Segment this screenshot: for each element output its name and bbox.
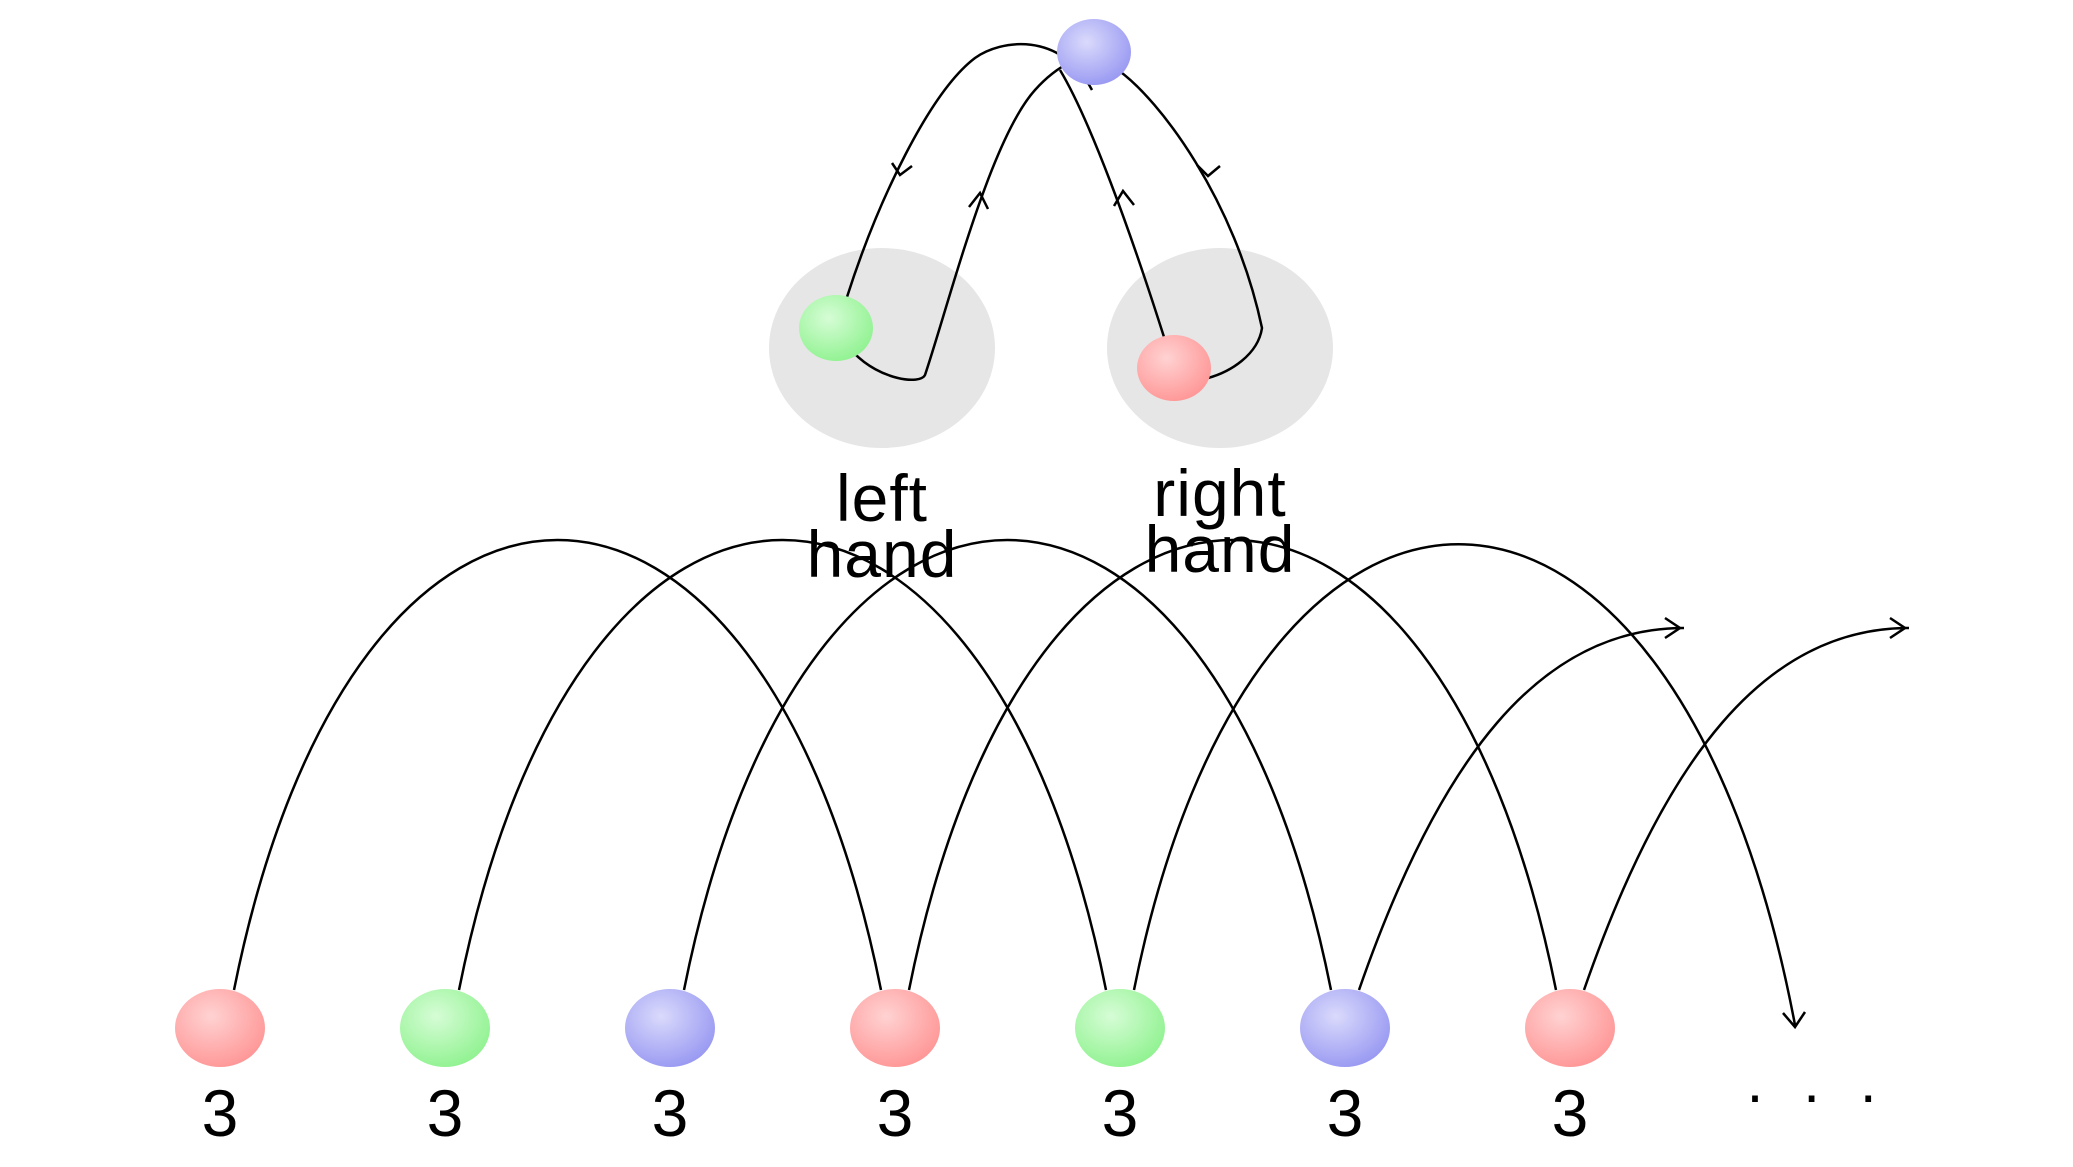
arrowhead — [1112, 188, 1135, 207]
throw-arc — [682, 539, 1333, 991]
beat-label: 3 — [876, 1076, 914, 1150]
right-hand-label-line1: right — [1153, 456, 1287, 530]
ball-blue-top — [1057, 19, 1131, 85]
ball-blue — [1300, 989, 1390, 1067]
ball-green — [1075, 989, 1165, 1067]
throw-path-right-inner — [1058, 69, 1166, 338]
arrowhead — [1664, 616, 1683, 640]
continuation-ellipsis: · · · — [1745, 1061, 1889, 1128]
throw-arc — [1357, 626, 1685, 991]
beat-label: 3 — [1326, 1076, 1364, 1150]
ball-red — [850, 989, 940, 1067]
beat-label: 3 — [201, 1076, 239, 1150]
beat-label: 3 — [1101, 1076, 1139, 1150]
ball-red — [175, 989, 265, 1067]
arrowhead — [968, 190, 990, 210]
right-hand-label-line2: hand — [1144, 512, 1296, 586]
ball-blue — [625, 989, 715, 1067]
beat-label: 3 — [651, 1076, 689, 1150]
throw-arc — [1582, 626, 1910, 991]
left-hand-label-line2: hand — [806, 517, 958, 591]
left-hand-label: left hand — [782, 461, 982, 591]
throw-path-right-outer — [1117, 68, 1264, 380]
beat-label: 3 — [426, 1076, 464, 1150]
throw-arc — [232, 539, 883, 991]
siteswap-arcs — [232, 539, 1910, 1030]
right-hand-region — [1107, 248, 1333, 448]
arrowhead — [1196, 164, 1221, 178]
ball-green-left-hand — [799, 295, 873, 361]
ball-green — [400, 989, 490, 1067]
throw-arc — [907, 539, 1558, 991]
hand-cascade — [769, 19, 1333, 448]
left-hand-region — [769, 248, 995, 448]
arrowhead — [890, 162, 913, 177]
arrowhead — [1889, 616, 1908, 640]
beat-label: 3 — [1551, 1076, 1589, 1150]
throw-path-left-outer — [845, 43, 1094, 298]
right-hand-label: right hand — [1120, 456, 1320, 586]
ball-red — [1525, 989, 1615, 1067]
throw-arc — [457, 539, 1108, 991]
throw-path-left-inner — [853, 53, 1096, 382]
throw-arc — [1132, 543, 1797, 1026]
left-hand-label-line1: left — [835, 461, 929, 535]
siteswap-balls — [175, 989, 1615, 1067]
ball-red-right-hand — [1137, 335, 1211, 401]
arrowhead — [1782, 1011, 1807, 1030]
